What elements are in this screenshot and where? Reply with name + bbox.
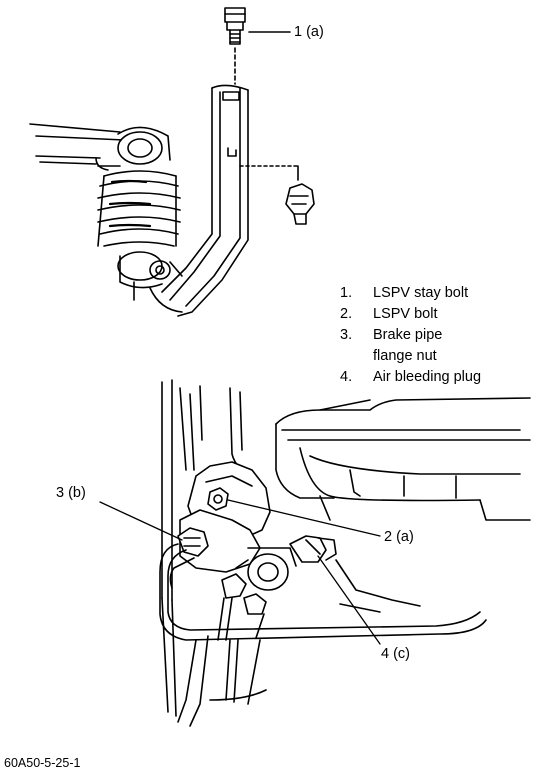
callout-leaders (99, 499, 381, 645)
legend-text: flange nut (373, 347, 437, 364)
callout-1-label: 1 (a) (294, 24, 324, 40)
legend-text: LSPV bolt (373, 305, 438, 322)
callout-4-label: 4 (c) (381, 646, 410, 662)
legend-text: Brake pipe (373, 326, 443, 343)
legend-item: 2. LSPV bolt (340, 303, 481, 324)
stay-bolt-drawing (224, 7, 291, 85)
parts-legend: 1. LSPV stay bolt 2. LSPV bolt 3. Brake … (340, 282, 481, 387)
legend-item: flange nut (340, 345, 481, 366)
leader-line-2 (227, 499, 381, 537)
callout-3-label: 3 (b) (56, 485, 86, 501)
legend-text: LSPV stay bolt (373, 284, 469, 301)
legend-number: 2. (340, 305, 353, 322)
legend-text: Air bleeding plug (373, 368, 482, 385)
spring-and-arm-drawing (29, 123, 183, 313)
lspv-valve-body-drawing (177, 461, 337, 615)
legend-item: 4. Air bleeding plug (340, 366, 481, 387)
vehicle-frame-drawing (161, 379, 531, 727)
legend-number: 4. (340, 368, 353, 385)
leader-line-4 (317, 555, 381, 645)
legend-number: 3. (340, 326, 353, 343)
legend-number: 1. (340, 284, 353, 301)
figure-id: 60A50-5-25-1 (4, 756, 81, 770)
callout-2-label: 2 (a) (384, 529, 414, 545)
lspv-stay-drawing (161, 84, 315, 317)
legend-item: 3. Brake pipe (340, 324, 481, 345)
brake-pipe-drawing (159, 543, 487, 641)
leader-line-3 (99, 501, 183, 541)
legend-item: 1. LSPV stay bolt (340, 282, 481, 303)
